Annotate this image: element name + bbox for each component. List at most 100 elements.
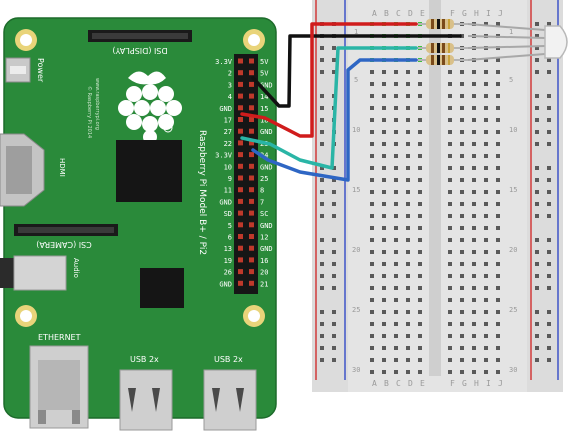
gpio-pin — [249, 198, 254, 204]
breadboard-hole — [394, 82, 398, 86]
gpio-pin — [238, 234, 243, 239]
breadboard-hole — [394, 154, 398, 158]
rail-hole — [332, 310, 336, 314]
breadboard-hole — [460, 190, 464, 194]
breadboard-hole — [448, 166, 452, 170]
row-number: 30 — [352, 366, 360, 374]
breadboard-hole — [394, 334, 398, 338]
breadboard-hole — [382, 178, 386, 182]
breadboard-hole — [394, 262, 398, 266]
col-letter: A — [372, 9, 377, 18]
breadboard-hole — [382, 130, 386, 134]
gpio-pin-label: 7 — [260, 198, 264, 206]
gpio-pin — [249, 187, 254, 193]
breadboard-hole — [406, 82, 410, 86]
breadboard-hole — [496, 214, 500, 218]
breadboard-hole — [370, 154, 374, 158]
breadboard-hole — [370, 130, 374, 134]
breadboard-hole — [418, 274, 422, 278]
breadboard-hole — [472, 298, 476, 302]
breadboard-hole — [496, 22, 500, 26]
col-letter: F — [450, 9, 455, 18]
breadboard-hole — [382, 334, 386, 338]
raspberry-logo-berry — [158, 114, 174, 130]
row-number: 5 — [354, 76, 358, 84]
breadboard-hole — [484, 58, 488, 62]
led-leg — [467, 23, 546, 31]
breadboard-hole — [406, 214, 410, 218]
breadboard-hole — [370, 358, 374, 362]
mounting-hole-center — [20, 310, 32, 322]
breadboard-hole — [460, 130, 464, 134]
rail-hole — [320, 286, 324, 290]
breadboard-hole — [418, 214, 422, 218]
rail-hole — [547, 178, 551, 182]
breadboard-hole — [496, 94, 500, 98]
breadboard-hole — [382, 298, 386, 302]
gpio-pin-label: 20 — [260, 269, 268, 277]
breadboard-hole — [382, 274, 386, 278]
breadboard-hole — [496, 226, 500, 230]
gpio-pin — [238, 140, 243, 146]
gpio-pin — [238, 269, 243, 275]
breadboard-hole — [370, 226, 374, 230]
breadboard-hole — [406, 166, 410, 170]
csi-connector-slot — [18, 227, 114, 233]
breadboard-hole — [370, 166, 374, 170]
gpio-pin-label: 18 — [260, 117, 268, 125]
col-letter: E — [420, 9, 425, 18]
breadboard-hole — [460, 226, 464, 230]
rail-hole — [320, 322, 324, 326]
breadboard-hole — [448, 118, 452, 122]
resistor-band — [431, 19, 434, 29]
rail-hole — [535, 334, 539, 338]
gpio-pin-label: 10 — [224, 163, 232, 171]
breadboard-hole — [418, 238, 422, 242]
breadboard-hole — [496, 250, 500, 254]
rail-hole — [320, 166, 324, 170]
rail-hole — [320, 130, 324, 134]
breadboard-hole — [496, 334, 500, 338]
gpio-pin — [238, 245, 243, 251]
gpio-pin — [249, 222, 254, 228]
rail-hole — [320, 190, 324, 194]
breadboard-hole — [484, 178, 488, 182]
breadboard-hole — [496, 286, 500, 290]
breadboard-hole — [472, 238, 476, 242]
row-number: 25 — [352, 306, 360, 314]
rail-hole — [547, 214, 551, 218]
breadboard-hole — [460, 154, 464, 158]
col-letter: D — [408, 379, 413, 388]
hdmi-port — [6, 146, 32, 194]
ethernet-led — [72, 410, 80, 424]
breadboard-hole — [418, 262, 422, 266]
rail-hole — [535, 274, 539, 278]
led-body — [544, 25, 568, 59]
gpio-header — [234, 54, 258, 294]
breadboard-hole — [484, 334, 488, 338]
breadboard-hole — [484, 106, 488, 110]
breadboard-hole — [448, 274, 452, 278]
gpio-pin — [238, 163, 243, 169]
gpio-pin-label: 27 — [224, 128, 232, 136]
breadboard-hole — [460, 202, 464, 206]
breadboard-hole — [448, 334, 452, 338]
breadboard-hole — [496, 178, 500, 182]
usb-port-1 — [119, 369, 173, 431]
rail-hole — [320, 346, 324, 350]
breadboard-hole — [370, 142, 374, 146]
rail-hole — [535, 286, 539, 290]
breadboard-hole — [472, 130, 476, 134]
breadboard-hole — [382, 82, 386, 86]
gpio-pin-label: 16 — [260, 257, 268, 265]
gpio-pin — [238, 128, 243, 134]
breadboard-hole — [448, 190, 452, 194]
gpio-pin-label: GND — [260, 128, 273, 136]
gpio-pin — [238, 222, 243, 228]
gpio-pin-label: 5V — [260, 70, 269, 78]
breadboard-hole — [370, 118, 374, 122]
breadboard-hole — [394, 106, 398, 110]
col-letter: H — [474, 379, 479, 388]
gpio-pin-label: SD — [224, 210, 232, 218]
breadboard-hole — [448, 214, 452, 218]
